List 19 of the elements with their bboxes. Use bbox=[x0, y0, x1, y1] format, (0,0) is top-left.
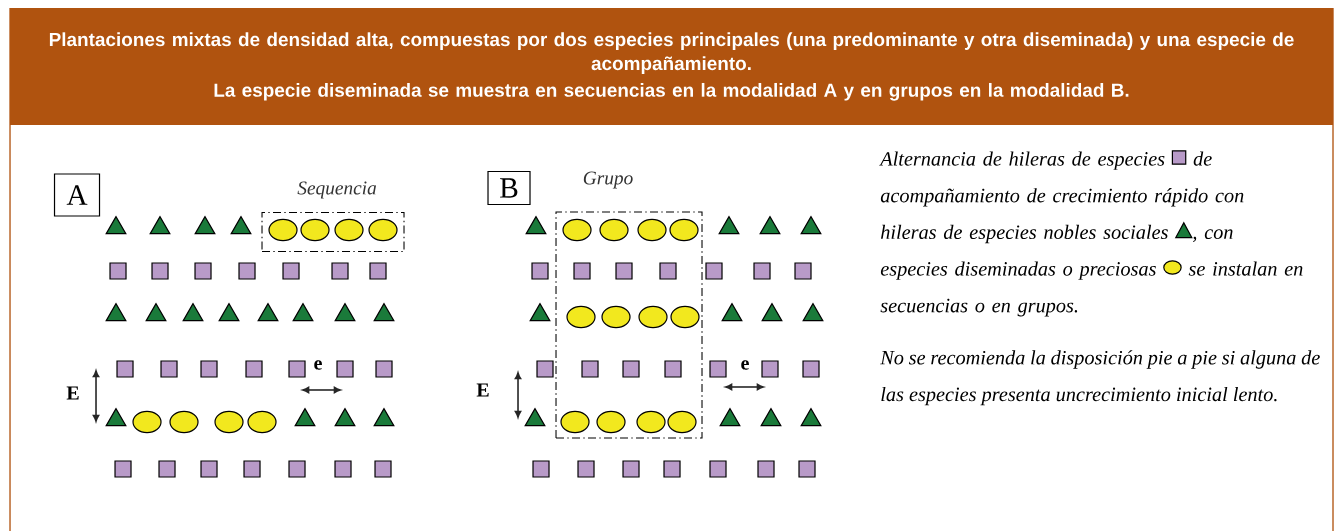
description-text: Alternancia de hileras de especies de acompañamiento de crecimiento rápido con hileras de especies nobles sociales , con especies diseminadas o preciosas se instalan en secuencias o en grupos. bbox=[879, 150, 1303, 317]
header-band: Plantaciones mixtas de densidad alta, compuestas por dos especies principales (una predominante y otra diseminada) y una especie de acompañamiento. La especie diseminada se muestra en secuencias en la modalidad A y en grupos en la modalidad B. bbox=[10, 8, 1333, 125]
label: hileras de especies nobles sociales bbox=[881, 224, 1168, 244]
panel-letter-box: A bbox=[53, 173, 101, 217]
label: secuencias o en grupos. bbox=[880, 298, 1078, 317]
label: acompañamiento de crecimiento rápido con bbox=[880, 188, 1244, 207]
label: , con bbox=[1193, 229, 1233, 242]
group-heading: Sequencia bbox=[297, 181, 377, 199]
group-heading: Grupo bbox=[583, 171, 633, 189]
note-text: No se recomienda la disposición pie a pie si alguna de las especies presenta uncrecimiento inicial lento. bbox=[880, 350, 1320, 406]
label: de bbox=[1193, 151, 1212, 166]
panel-letter-box: B bbox=[487, 170, 531, 206]
dimension-label: e bbox=[314, 360, 322, 370]
label: especies diseminadas o preciosas bbox=[880, 261, 1156, 280]
label: se instalan en bbox=[1188, 261, 1303, 276]
label: Alternancia de hileras de especies bbox=[879, 151, 1165, 170]
dimension-label: E bbox=[66, 386, 79, 400]
dimension-label: e bbox=[741, 360, 749, 370]
dimension-label: E bbox=[476, 383, 489, 397]
